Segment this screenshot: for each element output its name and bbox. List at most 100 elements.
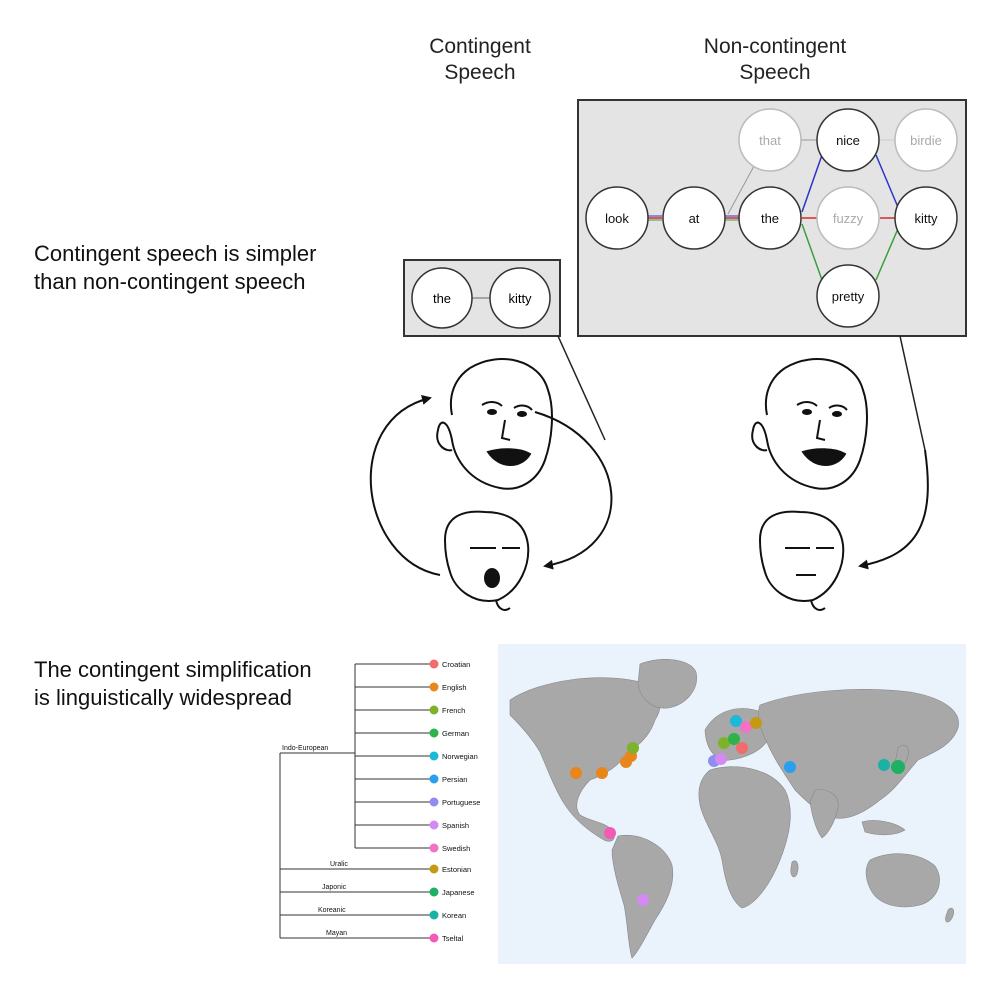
map-marker-estonian (750, 717, 762, 729)
contingent-speech-box: the kitty (403, 259, 606, 441)
language-dot-persian (429, 774, 439, 784)
language-dot-english (429, 682, 439, 692)
family-label-indo-european: Indo-European (282, 745, 328, 752)
contingent-heading-line-1: Contingent (429, 35, 531, 58)
language-dot-croatian (429, 659, 439, 669)
language-dot-spanish (429, 820, 439, 830)
nc-node-pretty: pretty (832, 289, 865, 304)
land-asia (757, 689, 959, 819)
family-label-japonic: Japonic (322, 884, 347, 891)
contingent-speech-heading: Contingent Speech (390, 34, 570, 86)
contingent-node-the: the (433, 291, 451, 306)
language-dot-norwegian (429, 751, 439, 761)
nc-node-birdie: birdie (910, 133, 942, 148)
node-circle-birdie (894, 108, 958, 172)
language-label-persian: Persian (442, 775, 467, 784)
map-marker-korean (878, 759, 890, 771)
map-marker-english-west (570, 767, 582, 779)
claim-widespread-line-1: The contingent simplification (34, 657, 312, 682)
child-face-nc-icon (758, 510, 845, 611)
language-label-german: German (442, 729, 469, 738)
claim-simpler-line-1: Contingent speech is simpler (34, 241, 317, 266)
language-dot-portuguese (429, 797, 439, 807)
world-map (498, 644, 966, 964)
claim-widespread: The contingent simplification is linguis… (34, 656, 312, 712)
language-label-estonian: Estonian (442, 865, 471, 874)
noncontingent-heading-line-2: Speech (739, 61, 811, 84)
noncontingent-heading-line-1: Non-contingent (703, 35, 847, 58)
family-label-uralic: Uralic (330, 861, 348, 868)
language-label-tseltal: Tseltal (442, 934, 464, 943)
contingent-interaction (369, 358, 613, 611)
language-tree (279, 663, 430, 939)
land-greenland (637, 659, 697, 709)
node-circle-pretty (816, 264, 880, 328)
language-label-croatian: Croatian (442, 660, 470, 669)
map-marker-german (728, 733, 740, 745)
family-label-mayan: Mayan (326, 930, 347, 937)
language-label-japanese: Japanese (442, 888, 475, 897)
land-australia (865, 853, 940, 908)
language-dot-japanese (429, 887, 439, 897)
arrow-mother-to-child-nc (858, 449, 929, 570)
nc-node-at: at (689, 211, 700, 226)
map-marker-croatian (736, 742, 748, 754)
map-marker-english-central (596, 767, 608, 779)
mother-face-nc-icon (751, 358, 868, 490)
map-marker-french-canada (627, 742, 639, 754)
map-marker-spanish (637, 894, 649, 906)
claim-simpler-line-2: than non-contingent speech (34, 269, 306, 294)
claim-widespread-line-2: is linguistically widespread (34, 685, 293, 710)
land-new-zealand (945, 907, 954, 923)
language-dot-korean (429, 910, 439, 920)
map-marker-norwegian (730, 715, 742, 727)
language-label-korean: Korean (442, 911, 466, 920)
language-dot-french (429, 705, 439, 715)
noncontingent-interaction (751, 358, 929, 611)
language-label-portuguese: Portuguese (442, 798, 480, 807)
mother-face-icon (436, 358, 553, 490)
language-dot-tseltal (429, 933, 439, 943)
arrow-child-to-mother (369, 395, 441, 576)
nc-node-nice: nice (836, 133, 860, 148)
tree-language-leaves: Croatian English French German Norwegian… (429, 659, 480, 943)
land-africa (698, 766, 791, 909)
language-dot-estonian (429, 864, 439, 874)
node-circle-look (585, 186, 649, 250)
node-circle-nice (816, 108, 880, 172)
family-label-koreanic: Koreanic (318, 907, 346, 914)
node-circle-fuzzy (816, 186, 880, 250)
tree-family-labels: Indo-European Uralic Japonic Koreanic Ma… (282, 745, 348, 937)
contingent-heading-line-2: Speech (444, 61, 516, 84)
map-marker-japanese (891, 760, 905, 774)
node-circle-the (411, 267, 473, 329)
claim-simpler: Contingent speech is simpler than non-co… (34, 240, 316, 296)
land-india (809, 789, 839, 839)
node-circle-kitty (489, 267, 551, 329)
nc-node-kitty: kitty (914, 211, 938, 226)
nc-node-look: look (605, 211, 629, 226)
map-marker-spanish-spain (715, 753, 727, 765)
map-marker-persian (784, 761, 796, 773)
noncontingent-speech-heading: Non-contingent Speech (680, 34, 870, 86)
child-face-icon (443, 510, 530, 611)
map-language-markers (570, 715, 905, 906)
nc-node-the: the (761, 211, 779, 226)
map-marker-swedish (740, 721, 752, 733)
node-circle-that (738, 108, 802, 172)
language-label-swedish: Swedish (442, 844, 470, 853)
arrow-mother-to-child (534, 411, 613, 570)
language-label-norwegian: Norwegian (442, 752, 478, 761)
language-dot-german (429, 728, 439, 738)
nc-node-fuzzy: fuzzy (833, 211, 864, 226)
language-dot-swedish (429, 843, 439, 853)
language-label-spanish: Spanish (442, 821, 469, 830)
language-label-english: English (442, 683, 467, 692)
node-circle-at (662, 186, 726, 250)
language-label-french: French (442, 706, 465, 715)
land-madagascar (790, 860, 799, 878)
map-marker-tseltal (604, 827, 616, 839)
map-marker-french (718, 737, 730, 749)
noncontingent-speech-box: look at the that nice fuzzy pretty birdi… (577, 99, 967, 451)
